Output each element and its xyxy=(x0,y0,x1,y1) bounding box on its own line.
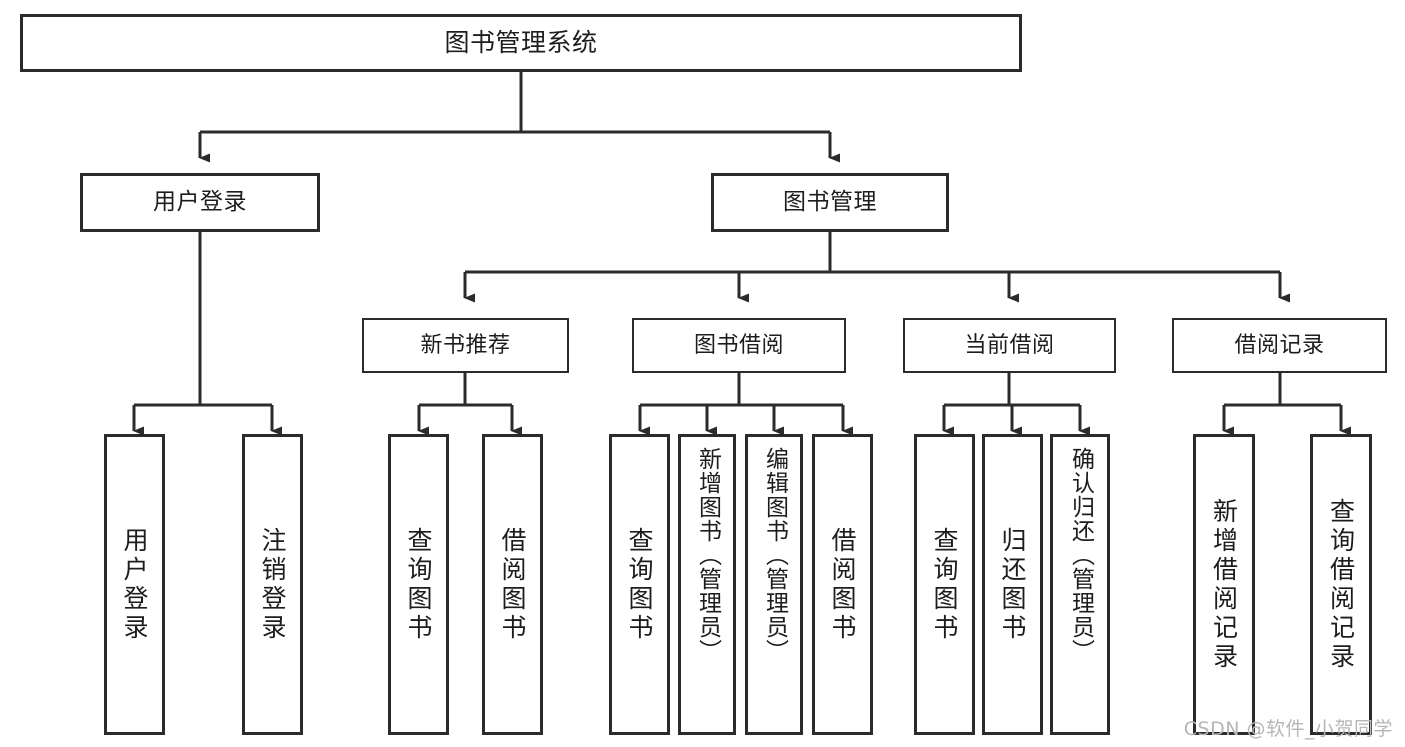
leaf-inner: 新增借阅记录 xyxy=(1196,437,1252,732)
node-book-borrow[interactable]: 图书借阅 xyxy=(632,318,846,373)
leaf-new-book-rec-2-label: 借阅图书 xyxy=(498,526,527,643)
node-new-book-rec[interactable]: 新书推荐 xyxy=(362,318,569,373)
leaf-inner: 借阅图书 xyxy=(485,437,540,732)
node-user-login-label: 用户登录 xyxy=(153,189,247,216)
node-borrow-record-label: 借阅记录 xyxy=(1234,332,1325,358)
leaf-new-book-rec-1-label: 查询图书 xyxy=(404,526,433,643)
node-book-manage[interactable]: 图书管理 xyxy=(711,173,949,232)
leaf-book-borrow-1[interactable]: 查询图书 xyxy=(609,434,670,735)
leaf-book-borrow-2-label: 新增图书（管理员） xyxy=(694,447,721,663)
leaf-inner: 注销登录 xyxy=(245,437,300,732)
leaf-new-book-rec-2[interactable]: 借阅图书 xyxy=(482,434,543,735)
leaf-inner: 确认归还（管理员） xyxy=(1053,437,1107,732)
node-book-manage-label: 图书管理 xyxy=(783,189,877,216)
leaf-current-borrow-1[interactable]: 查询图书 xyxy=(914,434,975,735)
leaf-book-borrow-2[interactable]: 新增图书（管理员） xyxy=(678,434,736,735)
leaf-inner: 查询图书 xyxy=(917,437,972,732)
node-book-borrow-label: 图书借阅 xyxy=(693,332,784,358)
node-root-label: 图书管理系统 xyxy=(444,27,598,57)
leaf-inner: 归还图书 xyxy=(985,437,1040,732)
leaf-current-borrow-2-label: 归还图书 xyxy=(998,526,1027,643)
leaf-current-borrow-1-label: 查询图书 xyxy=(930,526,959,643)
leaf-borrow-record-1-label: 新增借阅记录 xyxy=(1209,497,1239,672)
leaf-book-borrow-3[interactable]: 编辑图书（管理员） xyxy=(745,434,803,735)
node-user-login[interactable]: 用户登录 xyxy=(80,173,320,232)
leaf-user-login-1-label: 用户登录 xyxy=(120,526,149,643)
watermark: CSDN @软件_小贺同学 xyxy=(1183,718,1393,740)
leaf-inner: 查询图书 xyxy=(612,437,667,732)
leaf-new-book-rec-1[interactable]: 查询图书 xyxy=(388,434,449,735)
leaf-book-borrow-1-label: 查询图书 xyxy=(625,526,654,643)
leaf-current-borrow-3-label: 确认归还（管理员） xyxy=(1067,447,1094,663)
leaf-borrow-record-1[interactable]: 新增借阅记录 xyxy=(1193,434,1255,735)
leaf-book-borrow-4[interactable]: 借阅图书 xyxy=(812,434,873,735)
leaf-current-borrow-3[interactable]: 确认归还（管理员） xyxy=(1050,434,1110,735)
node-current-borrow[interactable]: 当前借阅 xyxy=(903,318,1116,373)
leaf-book-borrow-4-label: 借阅图书 xyxy=(828,526,857,643)
leaf-inner: 查询借阅记录 xyxy=(1313,437,1369,732)
leaf-inner: 查询图书 xyxy=(391,437,446,732)
leaf-borrow-record-2-label: 查询借阅记录 xyxy=(1326,497,1356,672)
leaf-user-login-1[interactable]: 用户登录 xyxy=(104,434,165,735)
node-current-borrow-label: 当前借阅 xyxy=(964,332,1055,358)
leaf-user-login-2-label: 注销登录 xyxy=(258,526,287,643)
leaf-inner: 编辑图书（管理员） xyxy=(748,437,800,732)
leaf-current-borrow-2[interactable]: 归还图书 xyxy=(982,434,1043,735)
leaf-borrow-record-2[interactable]: 查询借阅记录 xyxy=(1310,434,1372,735)
leaf-inner: 用户登录 xyxy=(107,437,162,732)
leaf-inner: 新增图书（管理员） xyxy=(681,437,733,732)
leaf-book-borrow-3-label: 编辑图书（管理员） xyxy=(761,447,788,663)
leaf-inner: 借阅图书 xyxy=(815,437,870,732)
node-borrow-record[interactable]: 借阅记录 xyxy=(1172,318,1387,373)
leaf-user-login-2[interactable]: 注销登录 xyxy=(242,434,303,735)
node-new-book-rec-label: 新书推荐 xyxy=(420,332,511,358)
node-root[interactable]: 图书管理系统 xyxy=(20,14,1022,72)
